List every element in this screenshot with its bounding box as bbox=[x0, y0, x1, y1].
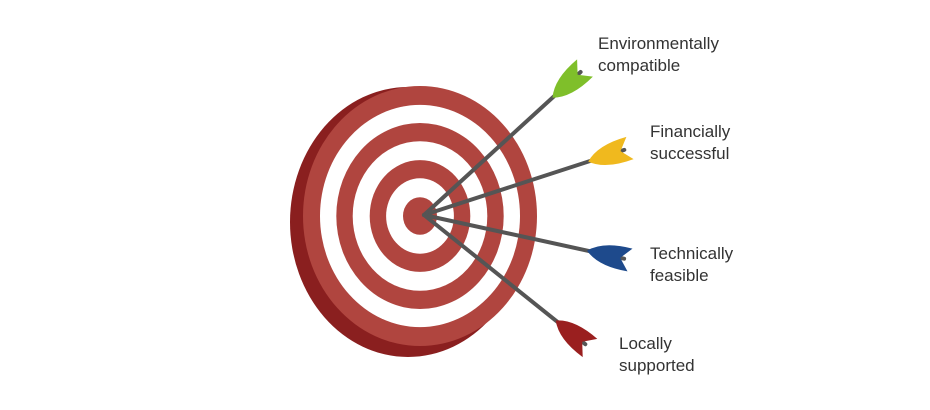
label-environmentally-compatible: Environmentally compatible bbox=[598, 33, 719, 77]
label-line: Environmentally bbox=[598, 34, 719, 53]
arrow-fletching bbox=[587, 245, 633, 272]
arrow-locally-supported bbox=[422, 213, 598, 358]
arrow-fletching bbox=[552, 59, 593, 98]
label-locally-supported: Locally supported bbox=[619, 333, 695, 377]
label-technically-feasible: Technically feasible bbox=[650, 243, 733, 287]
label-line: Technically bbox=[650, 244, 734, 263]
label-line: compatible bbox=[598, 56, 681, 75]
label-financially-successful: Financially successful bbox=[650, 121, 730, 165]
arrow-fletching bbox=[555, 320, 598, 358]
label-line: Locally bbox=[619, 334, 672, 353]
arrow-fletching bbox=[588, 136, 634, 166]
arrows-group bbox=[422, 59, 634, 358]
target-board bbox=[290, 86, 537, 357]
arrow-financially-successful bbox=[422, 136, 634, 217]
arrow-technically-feasible bbox=[422, 213, 633, 272]
label-line: Financially bbox=[650, 122, 731, 141]
label-line: supported bbox=[619, 356, 695, 375]
label-line: successful bbox=[650, 144, 730, 163]
arrow-environmentally-compatible bbox=[422, 59, 593, 217]
ring-bullseye bbox=[403, 197, 437, 235]
target-rings bbox=[303, 86, 537, 346]
label-line: feasible bbox=[650, 266, 709, 285]
